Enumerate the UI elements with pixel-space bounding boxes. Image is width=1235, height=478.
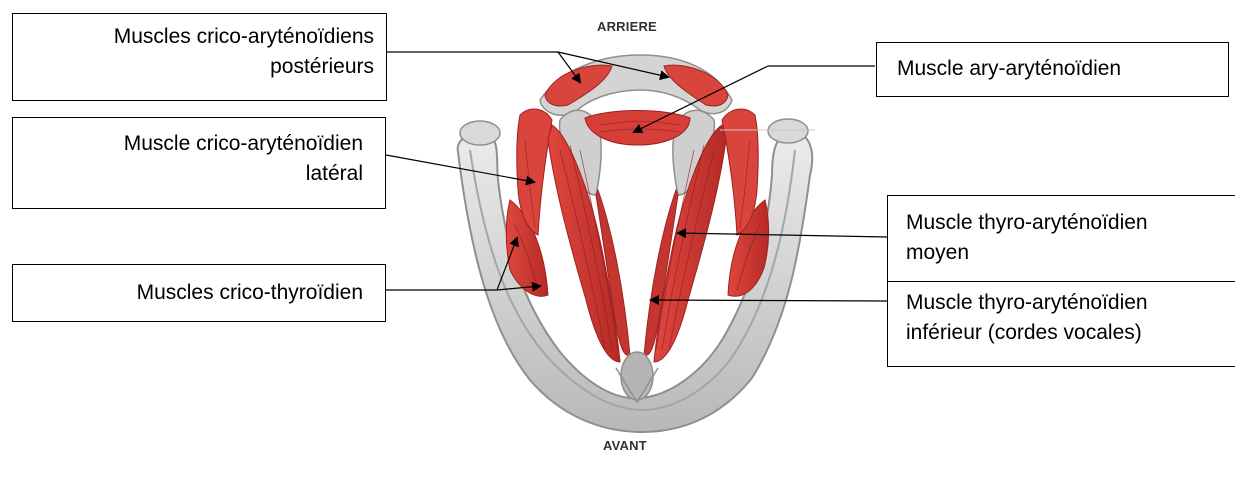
label-line: Muscle thyro-aryténoïdien <box>906 208 1231 238</box>
label-line: Muscle ary-aryténoïdien <box>897 54 1216 84</box>
label-line: inférieur (cordes vocales) <box>906 318 1231 348</box>
label-line: Muscles crico-aryténoïdiens <box>25 22 374 52</box>
label-ary-arytenoidien: Muscle ary-aryténoïdien <box>876 42 1229 97</box>
label-line: Muscle thyro-aryténoïdien <box>906 288 1231 318</box>
right-thyroid-horn <box>768 119 808 143</box>
orientation-bottom-label: AVANT <box>603 438 647 453</box>
label-line: Muscles crico-thyroïdien <box>25 278 363 308</box>
label-thyro-arytenoidien-inferieur: Muscle thyro-aryténoïdien inférieur (cor… <box>887 281 1235 367</box>
label-crico-arytenoidien-lateral: Muscle crico-aryténoïdien latéral <box>12 117 386 209</box>
left-thyroid-horn <box>460 121 500 145</box>
label-line: moyen <box>906 238 1231 268</box>
label-line: latéral <box>25 159 363 189</box>
epiglottis-stub <box>621 352 653 400</box>
label-crico-thyroidien: Muscles crico-thyroïdien <box>12 264 386 322</box>
label-crico-arytenoidiens-posterieurs: Muscles crico-aryténoïdiens postérieurs <box>12 13 387 101</box>
label-thyro-arytenoidien-moyen: Muscle thyro-aryténoïdien moyen <box>887 195 1235 281</box>
orientation-top-label: ARRIERE <box>597 19 657 34</box>
label-line: postérieurs <box>25 52 374 82</box>
label-line: Muscle crico-aryténoïdien <box>25 129 363 159</box>
larynx-illustration <box>458 55 815 432</box>
